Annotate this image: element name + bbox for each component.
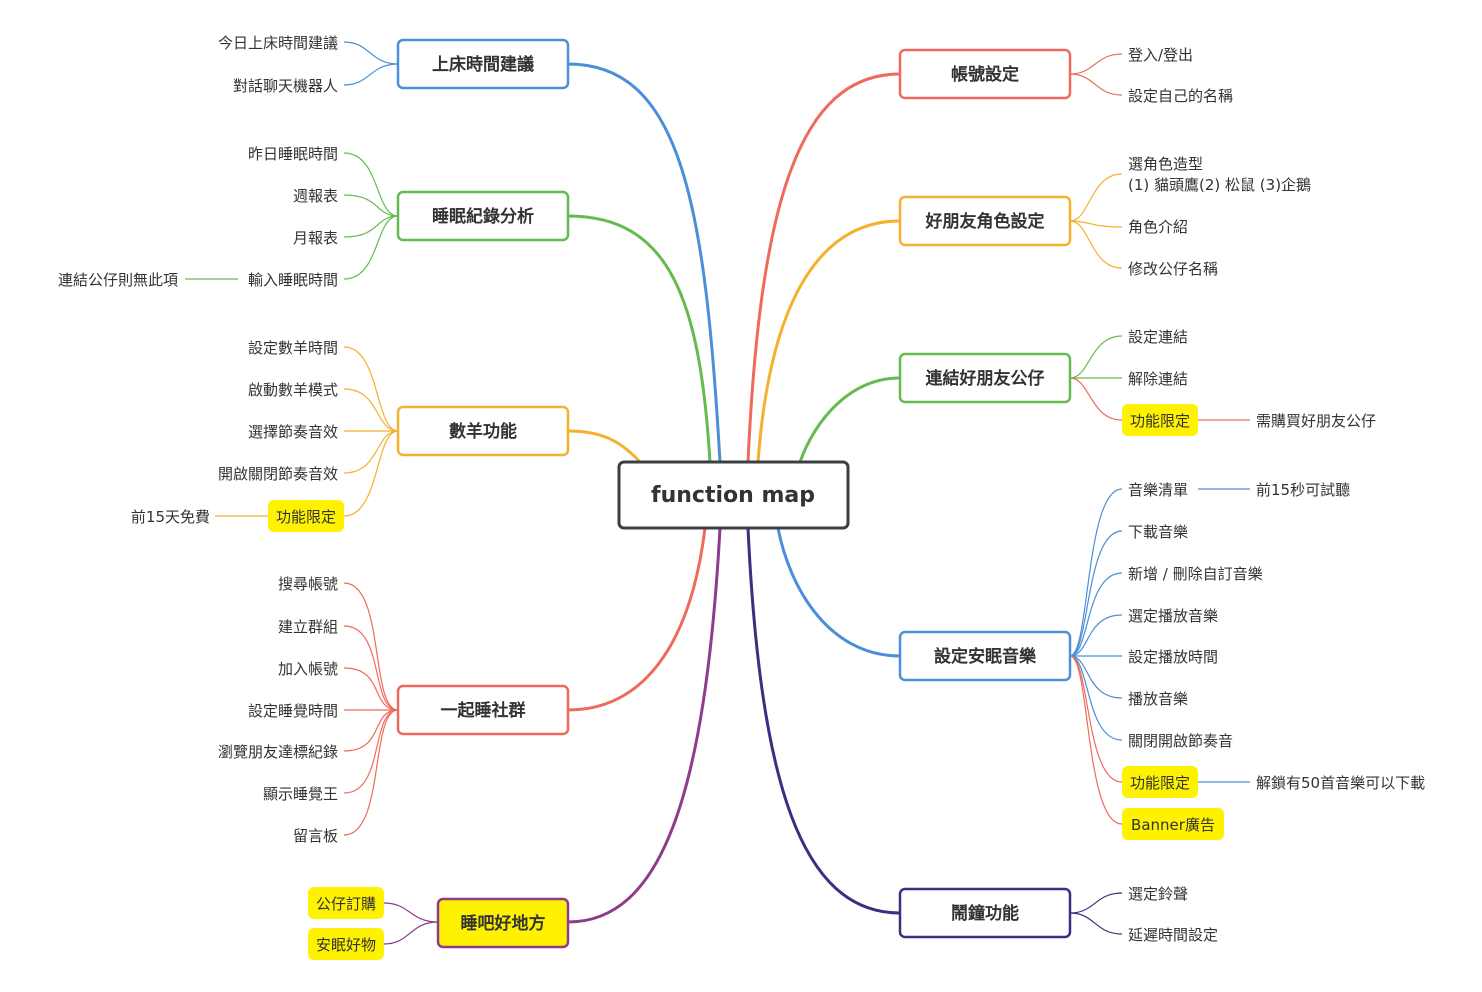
leaf-sheep-limited: 功能限定 <box>276 508 336 526</box>
leaf-community-4: 設定睡覺時間 <box>248 702 338 720</box>
leaf-shop-1: 公仔訂購 <box>316 895 376 913</box>
branch-line-shop <box>567 527 722 924</box>
topic-account[interactable] <box>898 48 1072 100</box>
branch-line-character <box>756 219 901 463</box>
leaf-music-1-note: 前15秒可試聽 <box>1256 481 1350 499</box>
leaf-sleep-2: 週報表 <box>293 187 338 205</box>
topic-music-label: 設定安眠音樂 <box>934 646 1037 667</box>
topic-bedtime[interactable] <box>396 38 570 90</box>
leaf-sheep-4: 開啟關閉節奏音效 <box>218 465 338 483</box>
leaf-music-7: 關閉開啟節奏音 <box>1128 732 1233 750</box>
leaf-community-6: 顯示睡覺王 <box>263 785 338 803</box>
leaf-character-2: 角色介紹 <box>1128 218 1188 236</box>
badge-connect-limited <box>1122 404 1198 436</box>
badge-shop-2 <box>308 928 384 960</box>
topic-character-label: 好朋友角色設定 <box>925 211 1045 232</box>
leaf-sleep-3: 月報表 <box>293 229 338 247</box>
center-title: function map <box>651 483 815 508</box>
topic-counting-sheep[interactable] <box>396 405 570 457</box>
leaf-character-1b: (1) 貓頭鷹(2) 松鼠 (3)企鵝 <box>1128 176 1311 194</box>
topic-community-label: 一起睡社群 <box>441 700 526 721</box>
topic-alarm-label: 鬧鐘功能 <box>951 903 1019 924</box>
topic-community[interactable] <box>396 684 570 736</box>
branch-line-connect <box>798 376 901 463</box>
leaf-community-1: 搜尋帳號 <box>278 575 338 593</box>
leaf-connect-2: 解除連結 <box>1128 370 1188 388</box>
leaf-music-2: 下載音樂 <box>1128 523 1188 541</box>
topic-sleep-record-label: 睡眠紀錄分析 <box>432 206 534 227</box>
topic-counting-sheep-label: 數羊功能 <box>449 421 517 442</box>
topic-sleep-record[interactable] <box>396 190 570 242</box>
branch-line-counting-sheep <box>567 429 642 464</box>
leaf-shop-2: 安眠好物 <box>316 936 376 954</box>
branch-line-community <box>567 527 707 712</box>
topic-music[interactable] <box>898 630 1072 682</box>
leaf-character-1: 選角色造型 <box>1128 155 1203 173</box>
branch-line-bedtime <box>567 62 722 463</box>
leaf-sleep-4: 輸入睡眠時間 <box>248 271 338 289</box>
branch-line-alarm <box>746 527 901 915</box>
leaf-alarm-2: 延遲時間設定 <box>1128 926 1218 944</box>
branch-line-sleep-record <box>567 214 712 463</box>
leaf-bedtime-1: 今日上床時間建議 <box>218 34 338 52</box>
topic-shop-label: 睡吧好地方 <box>461 913 546 934</box>
leaf-connect-limited: 功能限定 <box>1130 412 1190 430</box>
badge-music-limited <box>1122 766 1198 798</box>
leaf-music-limited-note: 解鎖有50首音樂可以下載 <box>1256 774 1425 792</box>
leaf-character-3: 修改公仔名稱 <box>1128 260 1218 278</box>
leaf-community-5: 瀏覽朋友達標紀錄 <box>218 743 338 761</box>
leaf-music-1: 音樂清單 <box>1128 481 1188 499</box>
leaf-music-banner: Banner廣告 <box>1131 816 1215 834</box>
center-node <box>617 460 850 530</box>
leaf-sheep-1: 設定數羊時間 <box>248 339 338 357</box>
badge-sheep-limited <box>268 500 344 532</box>
topic-account-label: 帳號設定 <box>951 64 1019 85</box>
topic-bedtime-label: 上床時間建議 <box>432 54 534 75</box>
leaf-sleep-1: 昨日睡眠時間 <box>248 145 338 163</box>
leaf-connect-1: 設定連結 <box>1128 328 1188 346</box>
leaf-bedtime-2: 對話聊天機器人 <box>233 77 338 95</box>
topic-alarm[interactable] <box>898 887 1072 939</box>
leaf-music-6: 播放音樂 <box>1128 690 1188 708</box>
leaf-account-2: 設定自己的名稱 <box>1128 87 1233 105</box>
leaf-community-7: 留言板 <box>293 827 338 845</box>
leaf-music-5: 設定播放時間 <box>1128 648 1218 666</box>
leaf-community-3: 加入帳號 <box>278 660 338 678</box>
topic-connect[interactable] <box>898 352 1072 404</box>
leaf-connect-limited-note: 需購買好朋友公仔 <box>1256 412 1376 430</box>
leaf-sheep-3: 選擇節奏音效 <box>248 423 338 441</box>
leaf-account-1: 登入/登出 <box>1128 46 1193 64</box>
leaf-sheep-limited-note: 前15天免費 <box>131 508 210 526</box>
branch-line-account <box>746 72 901 463</box>
badge-shop-1 <box>308 887 384 919</box>
branch-line-music <box>776 527 901 658</box>
leaf-music-3: 新增 / 刪除自訂音樂 <box>1128 565 1263 583</box>
leaf-community-2: 建立群組 <box>278 618 338 636</box>
leaf-alarm-1: 選定鈴聲 <box>1128 885 1188 903</box>
badge-music-banner <box>1122 808 1224 840</box>
leaf-sheep-2: 啟動數羊模式 <box>248 381 338 399</box>
topic-character[interactable] <box>898 195 1072 247</box>
topic-shop[interactable] <box>436 897 570 949</box>
topic-connect-label: 連結好朋友公仔 <box>926 368 1045 389</box>
leaf-music-4: 選定播放音樂 <box>1128 607 1218 625</box>
leaf-music-limited: 功能限定 <box>1130 774 1190 792</box>
leaf-sleep-note: 連結公仔則無此項 <box>58 271 178 289</box>
